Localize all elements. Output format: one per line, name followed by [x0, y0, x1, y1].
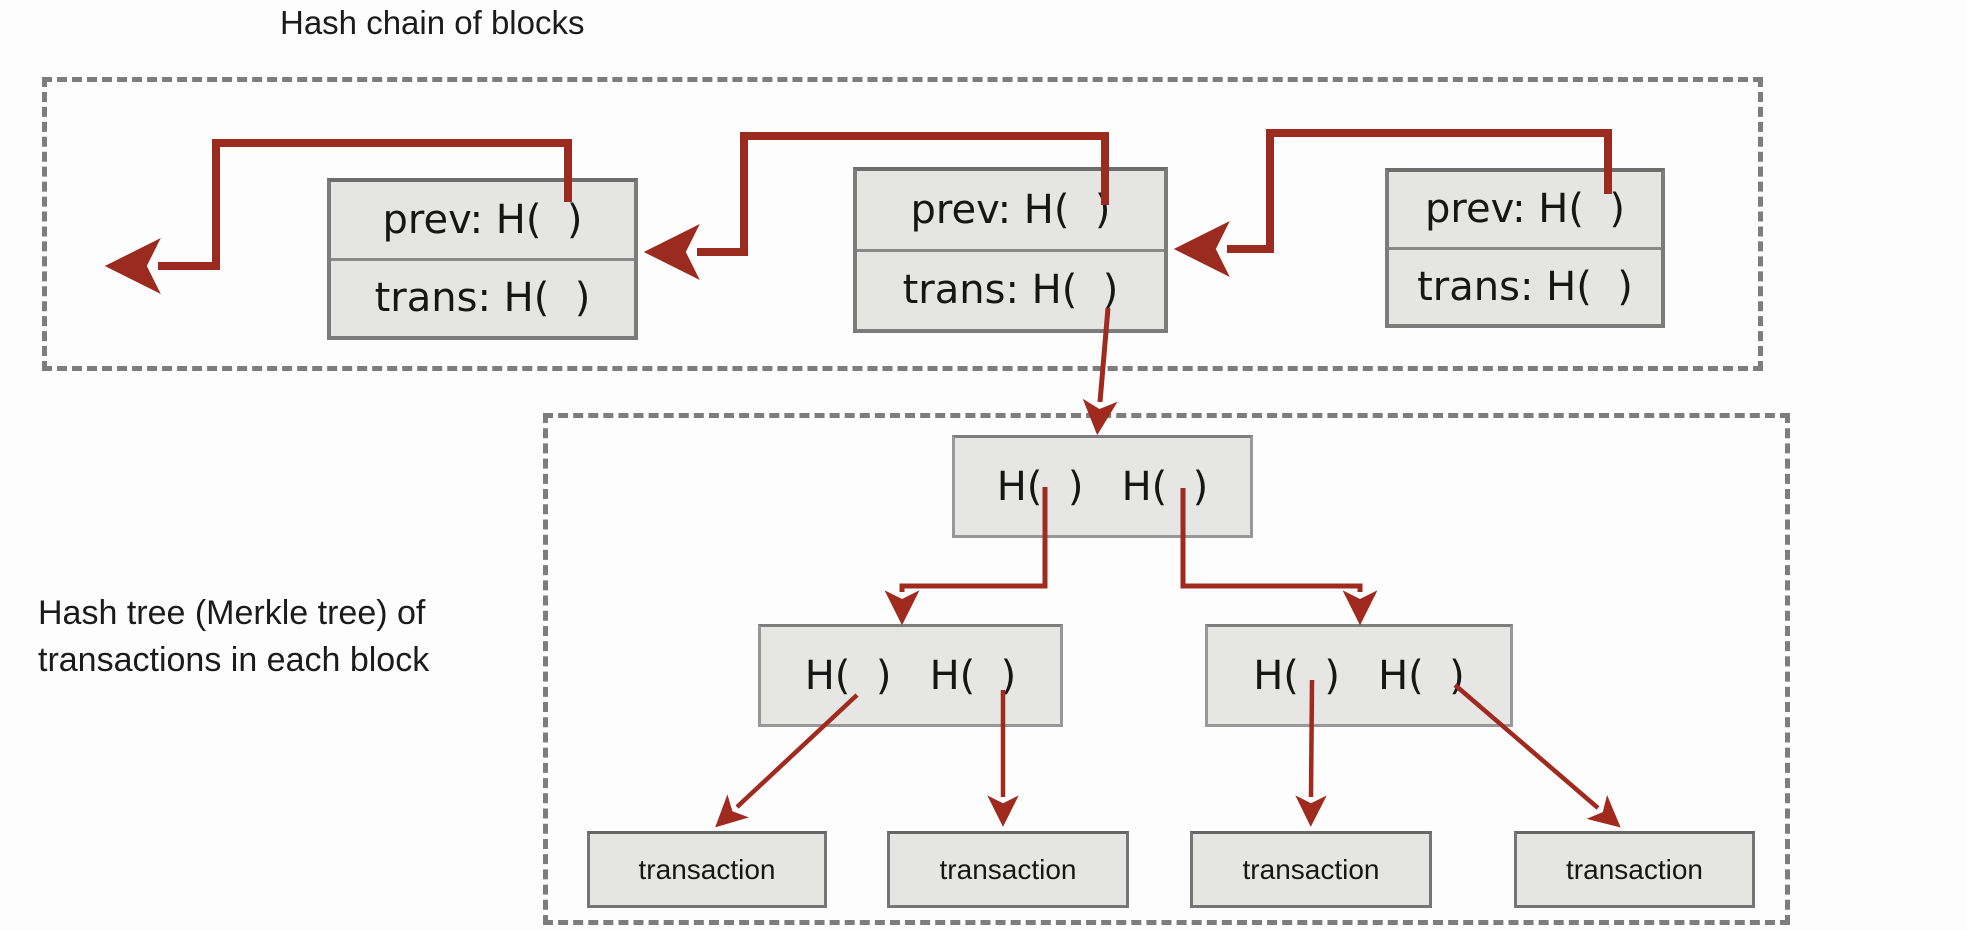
transaction-box-2: transaction	[887, 831, 1129, 908]
block-3: prev: H( ) trans: H( )	[1385, 168, 1665, 328]
merkle-tree-container	[543, 413, 1790, 925]
transaction-box-3: transaction	[1190, 831, 1432, 908]
block-2-prev-field: prev: H( )	[910, 186, 1111, 233]
tree-label-line2: transactions in each block	[38, 640, 430, 679]
block-3-prev-field: prev: H( )	[1425, 186, 1625, 233]
block-2: prev: H( ) trans: H( )	[853, 167, 1168, 333]
transaction-box-4: transaction	[1514, 831, 1755, 908]
tree-label: Hash tree (Merkle tree) of transactions …	[38, 590, 429, 684]
transaction-box-1: transaction	[587, 831, 827, 908]
block-3-trans-field: trans: H( )	[1417, 263, 1633, 310]
block-2-trans-field: trans: H( )	[902, 267, 1119, 314]
tree-label-line1: Hash tree (Merkle tree) of	[38, 594, 426, 632]
merkle-right-node: H( ) H( )	[1205, 624, 1513, 727]
hash-chain-container	[42, 77, 1763, 371]
block-1-trans-field: trans: H( )	[374, 275, 591, 322]
merkle-left-node: H( ) H( )	[758, 624, 1063, 727]
merkle-root-node: H( ) H( )	[952, 435, 1253, 538]
chain-title: Hash chain of blocks	[280, 4, 585, 41]
block-1: prev: H( ) trans: H( )	[327, 178, 638, 340]
block-1-prev-field: prev: H( )	[382, 196, 583, 243]
